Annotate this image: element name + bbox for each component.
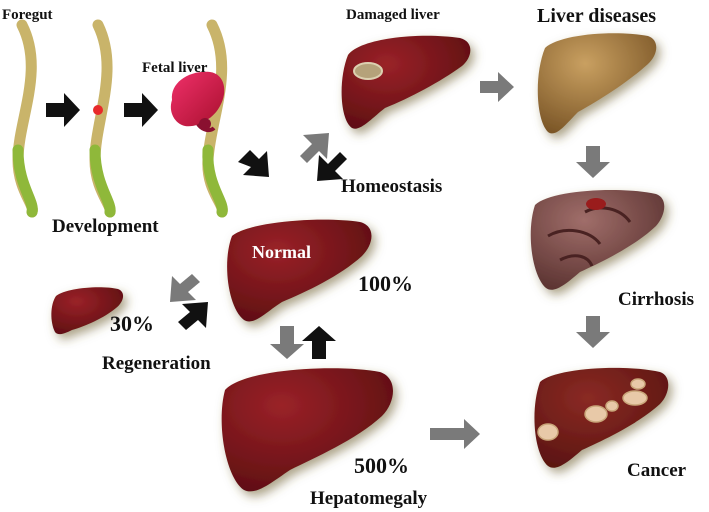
homeostasis-label: Homeostasis xyxy=(341,176,442,197)
arrow-icon xyxy=(317,152,347,181)
cirrhosis-liver-icon xyxy=(530,189,665,290)
damaged-liver-icon xyxy=(341,35,471,129)
arrow-icon xyxy=(238,150,269,177)
arrow-icon xyxy=(170,274,200,302)
arrow-icon xyxy=(430,419,480,449)
arrow-icon xyxy=(480,72,514,102)
development-label: Development xyxy=(52,216,159,237)
arrow-icon xyxy=(178,302,208,330)
foregut-tube-2 xyxy=(89,19,116,218)
foregut-label: Foregut xyxy=(2,7,53,23)
hepatomegaly-liver-icon xyxy=(221,368,393,492)
fetal-liver-icon xyxy=(170,71,225,133)
arrow-icon xyxy=(46,93,80,127)
liver-bud-dot xyxy=(93,105,103,115)
tumor-icon xyxy=(537,378,648,441)
percent-500-label: 500% xyxy=(354,453,409,478)
percent-100-label: 100% xyxy=(358,271,413,296)
normal-liver-icon xyxy=(227,219,372,322)
arrow-icon xyxy=(270,326,304,359)
liver-diseases-label: Liver diseases xyxy=(537,5,656,27)
percent-30-label: 30% xyxy=(110,311,154,336)
regeneration-label: Regeneration xyxy=(102,353,211,374)
foregut-tube-3 xyxy=(202,19,228,218)
diseased-liver-icon xyxy=(537,33,657,134)
arrow-icon xyxy=(302,326,336,359)
damage-spot-icon xyxy=(353,62,383,80)
arrow-icon xyxy=(300,133,329,163)
fetal-liver-label: Fetal liver xyxy=(142,60,208,76)
normal-label: Normal xyxy=(252,242,311,262)
cirrhosis-label: Cirrhosis xyxy=(618,289,694,310)
arrow-icon xyxy=(124,93,158,127)
cancer-label: Cancer xyxy=(627,460,687,481)
arrow-icon xyxy=(576,146,610,178)
foregut-tube-1 xyxy=(12,19,38,218)
hepatomegaly-label: Hepatomegaly xyxy=(310,488,428,509)
arrow-icon xyxy=(576,316,610,348)
damaged-liver-label: Damaged liver xyxy=(346,7,440,23)
regenerating-liver-icon xyxy=(51,287,124,335)
